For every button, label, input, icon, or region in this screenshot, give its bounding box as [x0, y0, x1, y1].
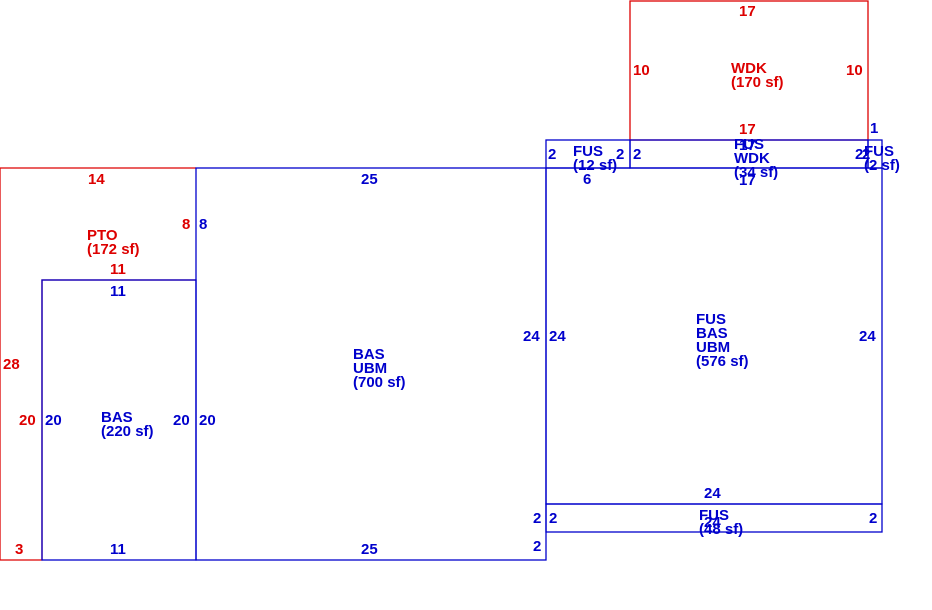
dim-bottom-strip-left-outer: 2: [533, 510, 541, 527]
area-label-fus-main-1: FUS: [696, 311, 726, 328]
fus-bottom-strip-outline: [545, 503, 883, 533]
dim-bas-ubm-left-upper: 8: [199, 216, 207, 233]
dim-bas-ubm-right: 24: [523, 328, 540, 345]
area-size-wdk: (170 sf): [731, 74, 784, 91]
dim-strip-bottom: 17: [739, 172, 756, 189]
dim-strip-top: 17: [739, 137, 756, 154]
dim-bas-ubm-bottom: 25: [361, 541, 378, 558]
area-label-bas-ubm-1: BAS: [353, 346, 385, 363]
area-label-pto: PTO: [87, 227, 118, 244]
area-label-fus-wdk-1: FUS: [734, 136, 764, 153]
dim-bottom-strip-top: 24: [704, 485, 721, 502]
dim-fus12-right: 2: [616, 146, 624, 163]
area-size-fus-bottom: (48 sf): [699, 521, 743, 538]
area-label-bas-ubm-2: UBM: [353, 360, 387, 377]
dim-wdk-right: 10: [846, 62, 863, 79]
area-size-fus-main: (576 sf): [696, 353, 749, 370]
dim-bas-ubm-bottom-right: 2: [533, 538, 541, 555]
dim-wdk-left: 10: [633, 62, 650, 79]
area-label-fus-main-3: UBM: [696, 339, 730, 356]
dim-bas-left-left: 20: [45, 412, 62, 429]
area-size-fus-wdk: (34 sf): [734, 164, 778, 181]
area-label-fus-main-2: BAS: [696, 325, 728, 342]
dim-pto-right: 8: [182, 216, 190, 233]
area-size-fus-tiny: (2 sf): [864, 157, 900, 174]
area-label-fus-wdk-2: WDK: [734, 150, 770, 167]
living-outlines: [41, 139, 883, 561]
dim-wdk-top: 17: [739, 3, 756, 20]
dim-bottom-strip-right: 2: [869, 510, 877, 527]
dim-wdk-bottom: 17: [739, 121, 756, 138]
dim-bas-ubm-top: 25: [361, 171, 378, 188]
dim-bas-left-right: 20: [173, 412, 190, 429]
area-label-fus-tiny: FUS: [864, 143, 894, 160]
dim-fus-right: 24: [859, 328, 876, 345]
dim-fus12-bottom: 6: [583, 171, 591, 188]
dim-bas-left-top: 11: [110, 283, 126, 300]
area-label-fus-bottom: FUS: [699, 507, 729, 524]
dim-bas-ubm-left: 20: [199, 412, 216, 429]
area-label-bas-left: BAS: [101, 409, 133, 426]
dim-tiny-top: 1: [870, 120, 878, 137]
dim-pto-bottom: 3: [15, 541, 23, 558]
dim-bottom-strip-bottom: 24: [704, 514, 721, 531]
dim-bottom-strip-left: 2: [549, 510, 557, 527]
area-size-fus12: (12 sf): [573, 157, 617, 174]
dim-tiny-left: 2: [862, 146, 870, 163]
area-size-bas-left: (220 sf): [101, 423, 154, 440]
dim-fus12-left: 2: [548, 146, 556, 163]
dim-strip-right: 2: [855, 146, 863, 163]
area-label-fus12: FUS: [573, 143, 603, 160]
area-label-wdk: WDK: [731, 60, 767, 77]
dim-fus-left: 24: [549, 328, 566, 345]
dim-pto-left-lower: 20: [19, 412, 36, 429]
dim-pto-top: 14: [88, 171, 105, 188]
dim-strip-left: 2: [633, 146, 641, 163]
fus-tiny-right-outline: [867, 139, 883, 169]
dim-pto-left: 28: [3, 356, 20, 373]
dim-pto-inner: 11: [110, 261, 126, 278]
area-size-bas-ubm: (700 sf): [353, 374, 406, 391]
area-size-pto: (172 sf): [87, 241, 140, 258]
dim-bas-left-bottom: 11: [110, 541, 126, 558]
